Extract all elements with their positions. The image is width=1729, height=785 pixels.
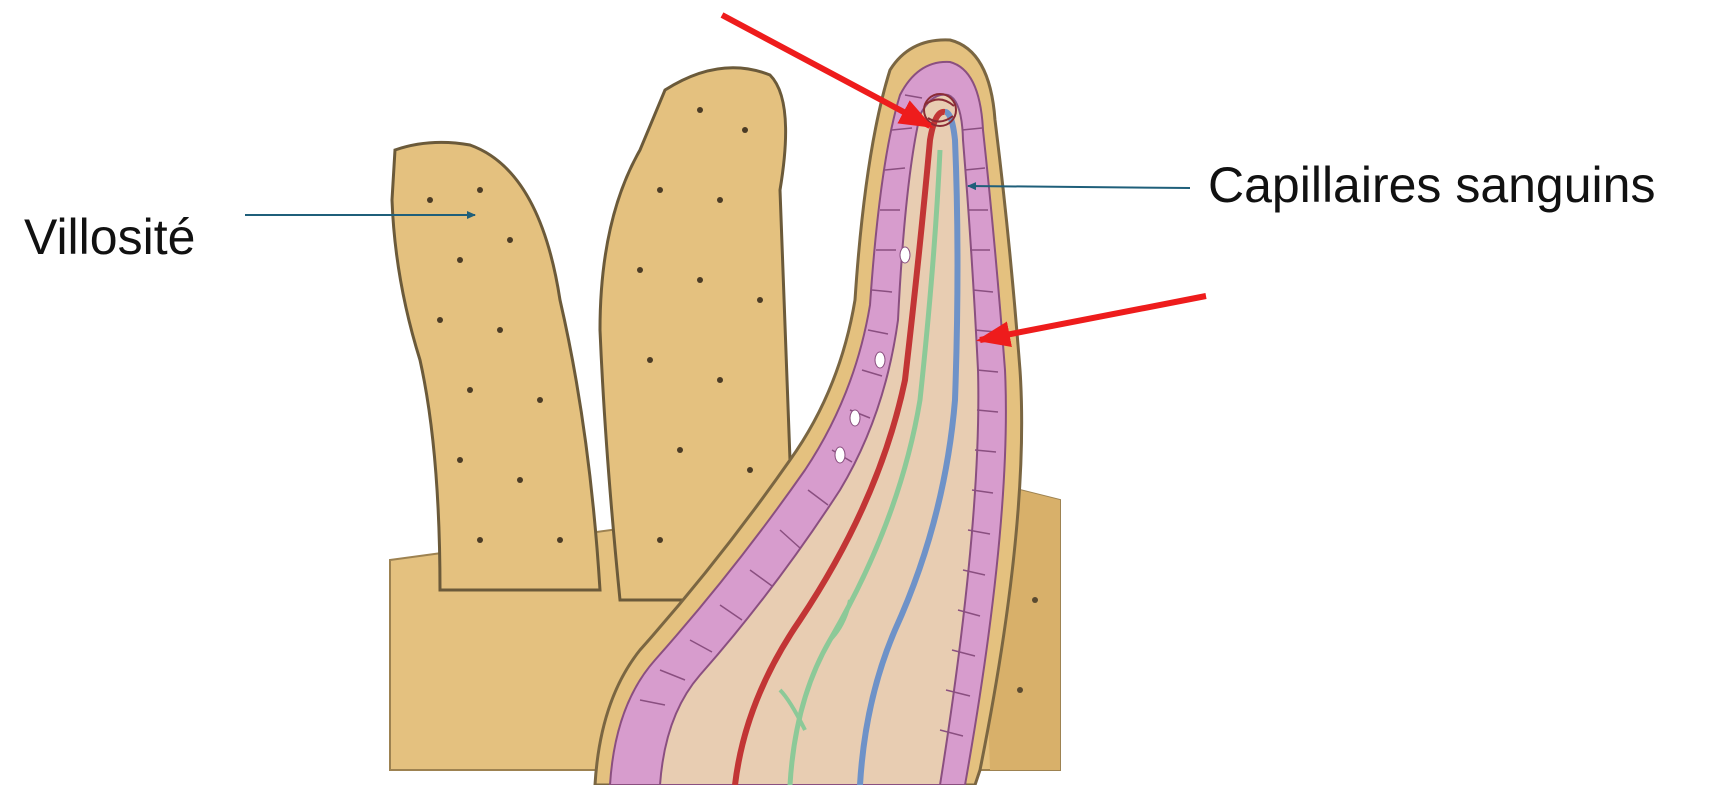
capillaires-sanguins-label: Capillaires sanguins — [1208, 160, 1655, 210]
villus-left — [392, 142, 600, 590]
villosite-label: Villosité — [24, 212, 195, 262]
